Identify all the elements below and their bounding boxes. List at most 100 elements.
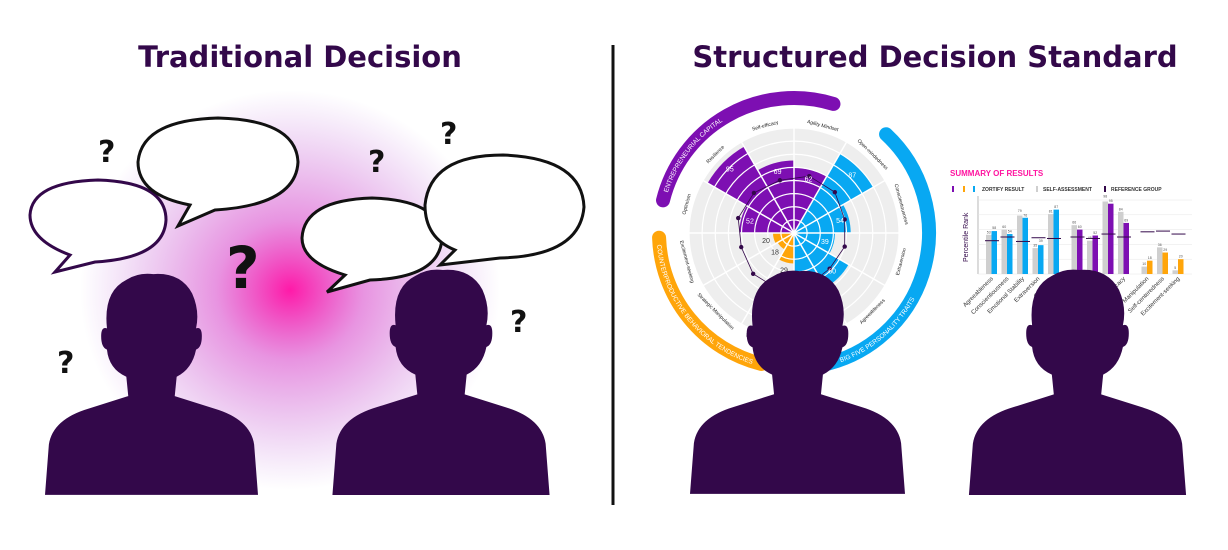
bar-value: 36 [1158,243,1162,247]
bar-value: 79 [1018,209,1022,213]
speech-bubble [423,153,586,267]
summary-bar-chart: SUMMARY OF RESULTS ZORTIFY RESULT SELF-A… [950,169,1192,322]
bar-zortify-result [1092,235,1098,274]
sector-value: 62 [805,176,813,183]
question-mark-icon: ? [368,145,385,180]
reference-dot [777,178,783,183]
reference-dot [739,244,744,250]
group-arc [656,91,841,208]
left-title: Traditional Decision [138,40,462,74]
bar-zortify-result [991,231,997,274]
bar-zortify-result [1147,260,1153,274]
reference-dot [736,215,741,221]
question-mark-icon: ? [98,135,115,170]
bar-value: 76 [1023,213,1027,217]
bar-value: 95 [1109,199,1113,203]
reference-dot [842,217,847,222]
bar-value: 60 [1002,225,1006,229]
legend-swatch-ref [1104,186,1106,192]
bar-zortify-result [1123,222,1129,274]
reference-dot [750,271,756,277]
bar-self-assessment [1087,240,1093,274]
bar-zortify-result [1108,203,1114,274]
bar-zortify-result [1038,245,1044,274]
y-axis-label: Percentile Rank [963,212,970,262]
legend-label: REFERENCE GROUP [1111,187,1162,193]
sector-value: 95 [726,166,734,173]
bar-zortify-result [1022,217,1028,274]
bar-value: 52 [1093,231,1097,235]
reference-dot [751,190,757,196]
reference-dot [827,266,832,271]
radial-spoke [702,179,795,234]
sector-value: 18 [771,250,779,257]
question-mark-icon: ? [226,234,260,302]
radial-spoke [740,141,795,234]
legend-swatch-orange [963,186,965,192]
sector-value: 69 [774,169,782,176]
bar-self-assessment [1157,247,1163,274]
bar-value: 20 [1179,255,1183,259]
reference-dot [807,174,812,179]
sector-value: 20 [762,238,770,245]
legend-swatch-grey [1036,186,1038,192]
bar-self-assessment [986,234,992,274]
bar-value: 66 [1072,221,1076,225]
bar-self-assessment [1048,214,1054,274]
speech-bubble [28,178,168,275]
question-mark-icon: ? [440,117,457,152]
bar-self-assessment [1141,266,1147,274]
bar-value: 35 [1033,244,1037,248]
bar-self-assessment [1017,215,1023,274]
speech-bubble [136,116,300,230]
summary-title: SUMMARY OF RESULTS [950,169,1044,178]
sector-value: 87 [848,172,856,179]
radial-spoke [793,141,848,234]
bar-self-assessment [1032,248,1038,274]
bar-self-assessment [1172,270,1178,274]
legend-label: SELF-ASSESSMENT [1043,187,1092,193]
bar-value: 84 [1119,207,1123,211]
bar-zortify-result [1053,209,1059,274]
bar-value: 53 [987,230,991,234]
bar-value: 29 [1163,248,1167,252]
bar-value: 39 [1039,239,1043,243]
radial-sector [777,233,794,250]
bar-value: 98 [1103,195,1107,199]
radial-spoke [793,179,886,234]
bar-self-assessment [1102,201,1108,274]
bar-zortify-result [1077,229,1083,274]
radial-sector [739,205,794,233]
bar-value: 87 [1054,205,1058,209]
legend: ZORTIFY RESULT SELF-ASSESSMENT REFERENCE… [952,186,1162,193]
legend-label: ZORTIFY RESULT [982,187,1024,193]
question-mark-icon: ? [57,346,74,381]
bar-zortify-result [1007,234,1013,274]
bar-value: 54 [1008,230,1012,234]
bar-value: 81 [1049,210,1053,214]
radial-sector [794,233,849,288]
sector-value: 52 [746,219,754,226]
sector-value: 29 [780,268,788,275]
reference-dot [842,244,847,249]
sector-value: 60 [828,269,836,276]
sector-value: 54 [836,218,844,225]
right-title: Structured Decision Standard [692,40,1178,74]
radial-spoke [702,232,795,287]
radial-sector [757,160,794,233]
bar-zortify-result [1162,252,1168,274]
speech-bubble [300,196,444,294]
bar-value: 18 [1148,256,1152,260]
bar-self-assessment [1118,211,1124,274]
bar-value: 5 [1174,266,1176,270]
bar-value: 60 [1078,225,1082,229]
radial-sector [794,204,851,233]
sector-value: 39 [821,239,829,246]
legend-swatch-blue [973,186,975,192]
bar-value: 69 [1124,218,1128,222]
bar-value: 58 [992,226,996,230]
group-arc [821,127,936,371]
sector-label: Optimism [681,193,692,215]
